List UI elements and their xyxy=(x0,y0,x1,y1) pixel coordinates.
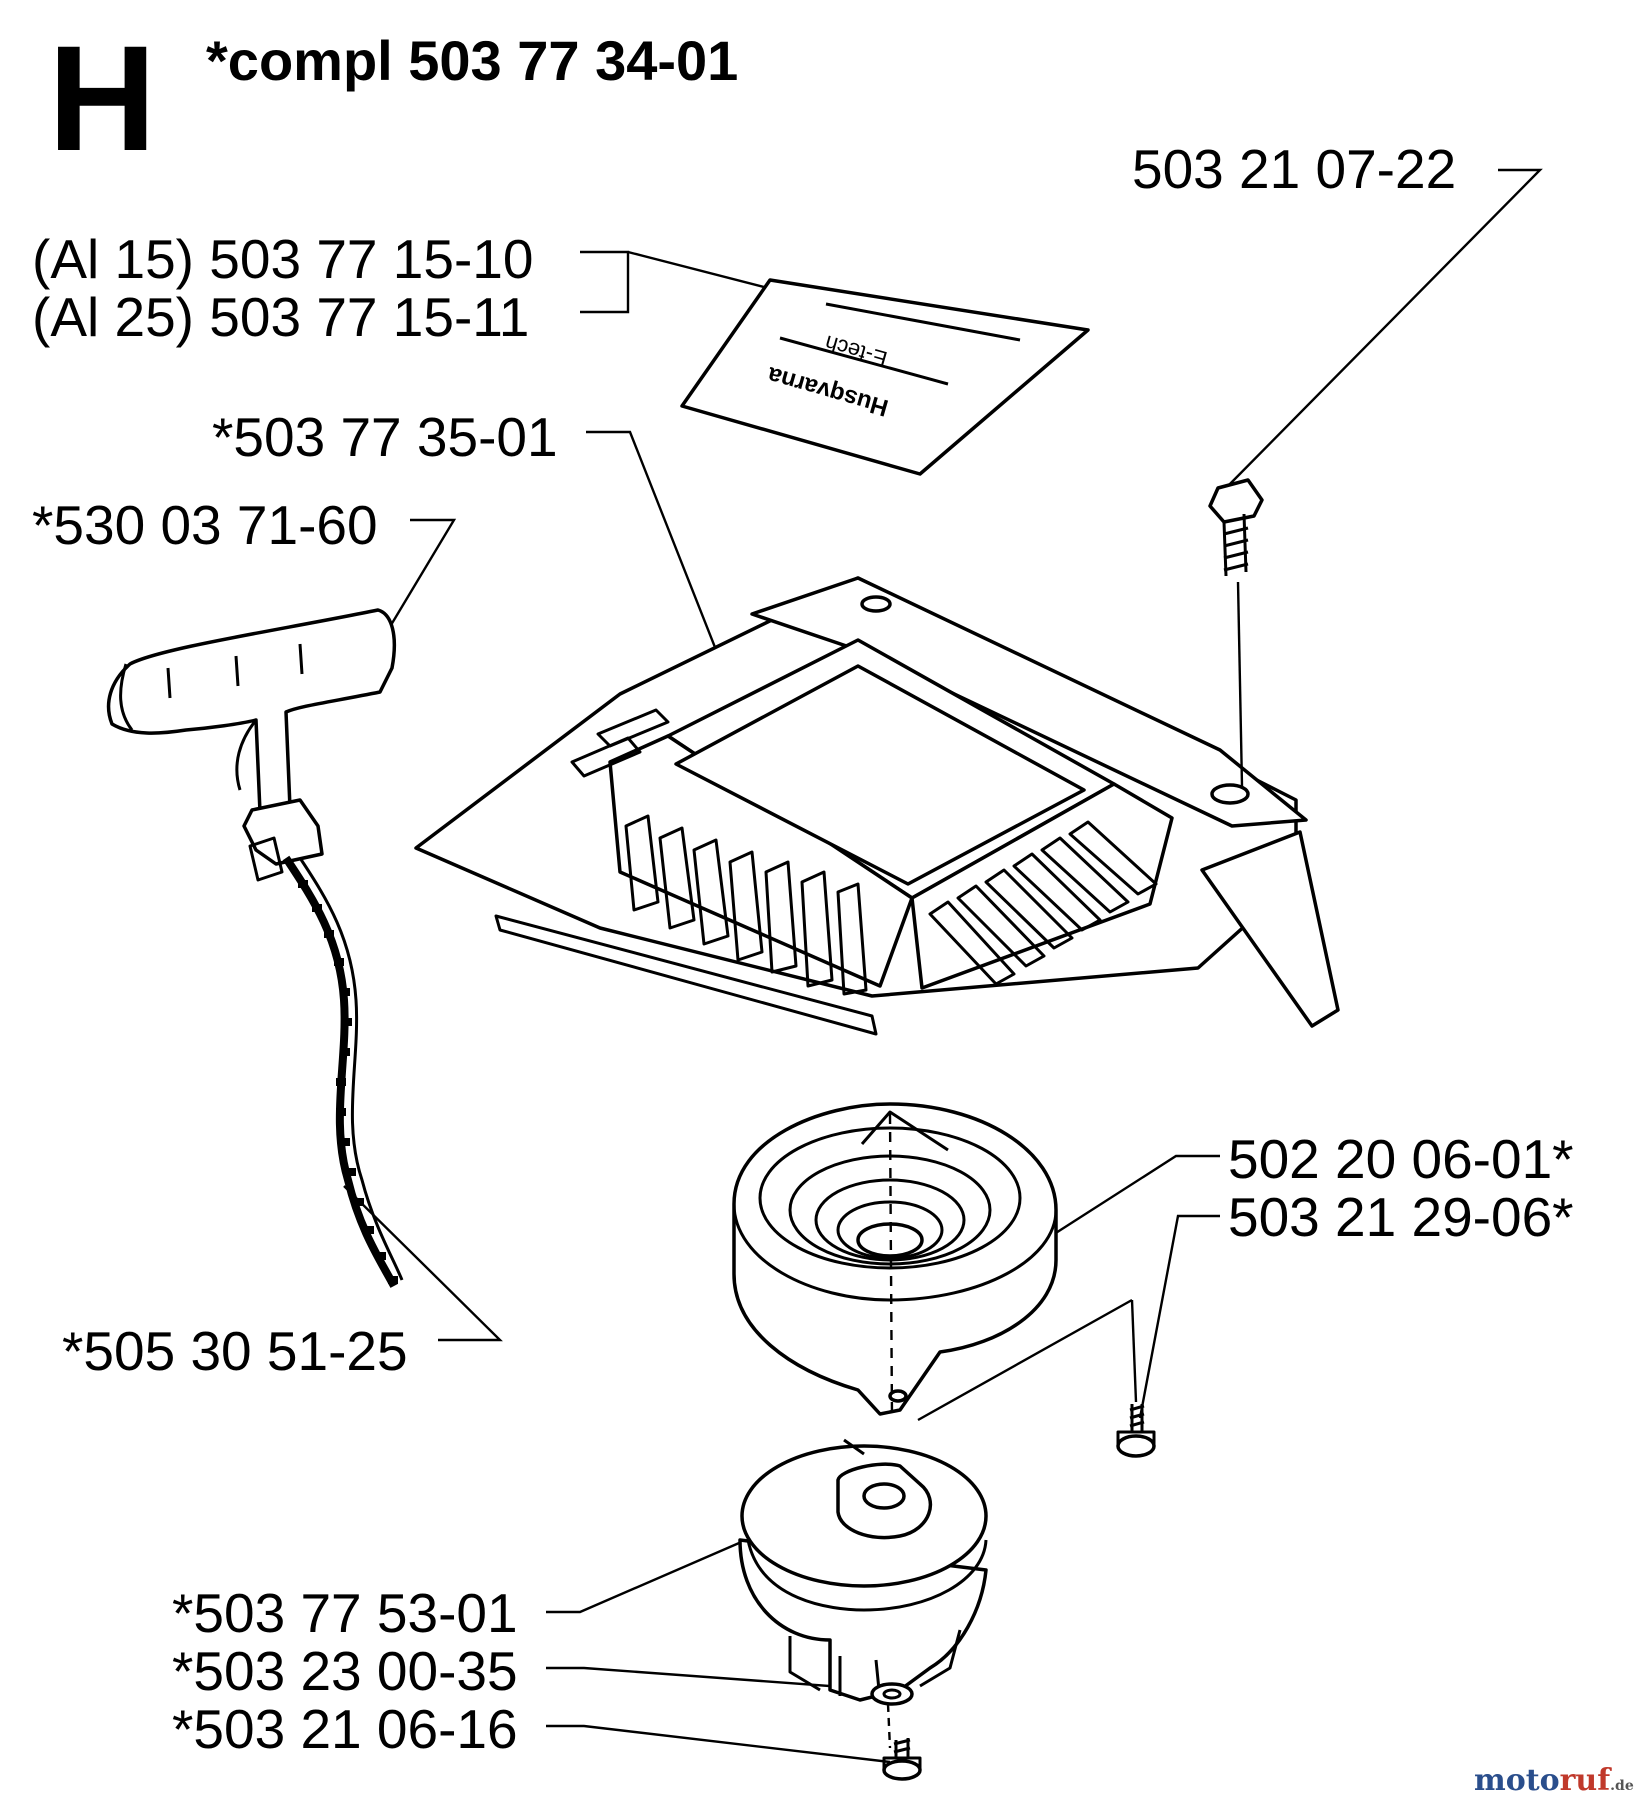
leader-cover xyxy=(586,430,722,661)
watermark: motoruf.de xyxy=(1474,1763,1634,1798)
label-screw-top: 503 21 07-22 xyxy=(1132,138,1456,200)
rope-weave xyxy=(298,880,398,1284)
leader-pulley xyxy=(546,1538,747,1614)
leader-decal xyxy=(627,250,769,290)
label-spring: 502 20 06-01* xyxy=(1228,1128,1574,1190)
leader-lines xyxy=(343,168,1543,1764)
leader-spring xyxy=(1047,1154,1220,1240)
spring-screw-part xyxy=(1116,1404,1156,1458)
label-decal-al25: (Al 25) 503 77 15-11 xyxy=(32,286,529,348)
label-cover: *503 77 35-01 xyxy=(212,406,558,468)
label-washer: *503 23 00-35 xyxy=(172,1640,518,1702)
leader-washer xyxy=(546,1666,885,1692)
cover-vents-left xyxy=(624,814,868,996)
leader-bottom-screw xyxy=(546,1724,891,1764)
label-pulley: *503 77 53-01 xyxy=(172,1582,518,1644)
washer-part xyxy=(870,1682,914,1749)
watermark-text: motoruf.de xyxy=(1474,1763,1634,1798)
leader-rope xyxy=(343,1185,503,1342)
leader-handle xyxy=(386,518,457,631)
label-spring-screw: 503 21 29-06* xyxy=(1228,1186,1574,1248)
starter-handle xyxy=(106,608,397,882)
decal-plate: E-tech Husqvarna xyxy=(680,278,1090,476)
leader-spring-screw xyxy=(1138,1214,1220,1419)
label-bottom-screw: *503 21 06-16 xyxy=(172,1698,518,1760)
assembly-title: *compl 503 77 34-01 xyxy=(206,29,738,92)
label-handle: *530 03 71-60 xyxy=(32,494,378,556)
leader-screw-top xyxy=(1223,168,1543,491)
label-decal-al15: (Al 15) 503 77 15-10 xyxy=(32,228,533,290)
bottom-screw-part xyxy=(882,1738,922,1781)
starter-cover xyxy=(414,576,1340,1036)
section-letter: H xyxy=(48,14,156,182)
cover-screw-hole xyxy=(1210,783,1250,805)
cover-vents-right xyxy=(928,820,1158,986)
screw-top-part xyxy=(1208,478,1264,787)
leader-decal-bracket xyxy=(580,250,630,314)
spring-housing xyxy=(732,1102,1138,1422)
pulley xyxy=(738,1438,988,1702)
starter-rope xyxy=(282,855,404,1288)
label-rope: *505 30 51-25 xyxy=(62,1320,408,1382)
